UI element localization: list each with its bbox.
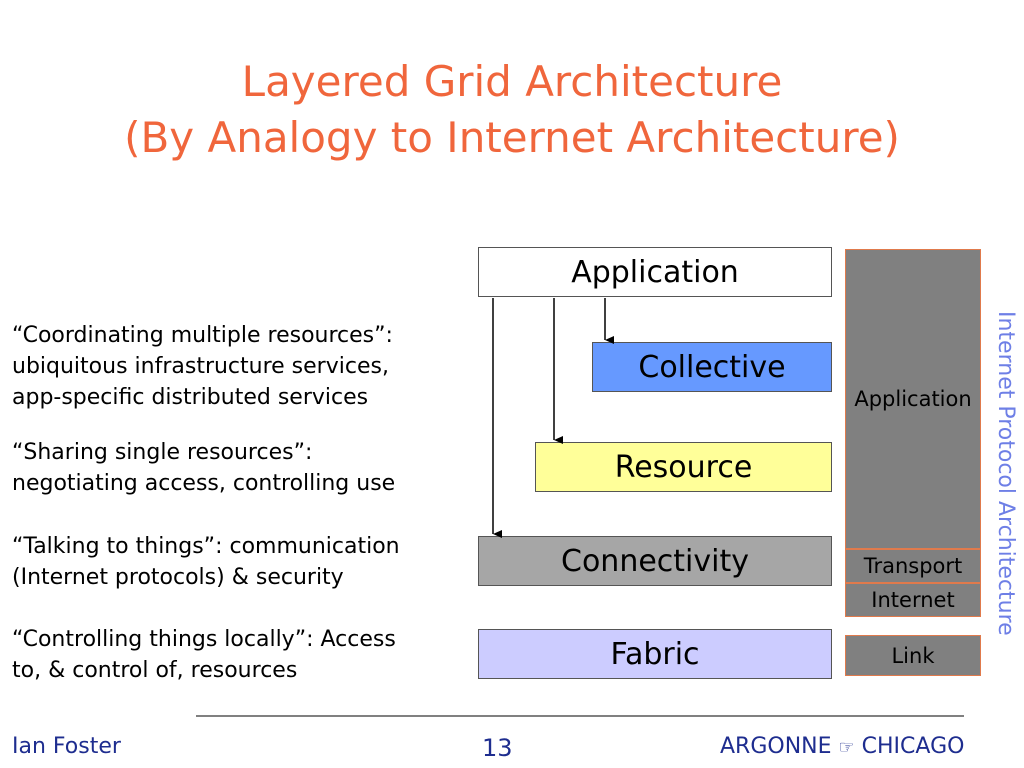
description-line: ubiquitous infrastructure services, bbox=[12, 354, 389, 379]
slide-title-line-2: (By Analogy to Internet Architecture) bbox=[124, 113, 900, 162]
footer-organization: ARGONNE ☞ CHICAGO bbox=[720, 734, 964, 759]
layer-fabric: Fabric bbox=[478, 629, 832, 679]
slide-title-line-1: Layered Grid Architecture bbox=[241, 57, 783, 106]
description-line: app-specific distributed services bbox=[12, 385, 369, 410]
footer-divider bbox=[196, 715, 964, 717]
description-collective: “Coordinating multiple resources”: ubiqu… bbox=[12, 320, 482, 413]
description-line: “Controlling things locally”: Access bbox=[12, 627, 396, 652]
layer-connectivity: Connectivity bbox=[478, 536, 832, 586]
description-connectivity: “Talking to things”: communication (Inte… bbox=[12, 531, 482, 593]
internet-protocol-architecture-label: Internet Protocol Architecture bbox=[993, 310, 1018, 636]
description-line: “Talking to things”: communication bbox=[12, 534, 400, 559]
description-line: negotiating access, controlling use bbox=[12, 471, 396, 496]
ip-block-internet: Internet bbox=[845, 583, 981, 617]
ip-block-transport: Transport bbox=[845, 549, 981, 583]
description-line: “Coordinating multiple resources”: bbox=[12, 323, 393, 348]
footer-page-number: 13 bbox=[482, 734, 513, 762]
ip-block-application: Application bbox=[845, 249, 981, 549]
description-line: to, & control of, resources bbox=[12, 658, 298, 683]
layer-resource: Resource bbox=[535, 442, 832, 492]
footer-author: Ian Foster bbox=[12, 734, 121, 759]
description-resource: “Sharing single resources”: negotiating … bbox=[12, 437, 482, 499]
footer-org-right: CHICAGO bbox=[861, 734, 965, 759]
description-line: (Internet protocols) & security bbox=[12, 565, 344, 590]
layer-application: Application bbox=[478, 247, 832, 297]
footer-org-left: ARGONNE bbox=[720, 734, 832, 759]
layer-collective: Collective bbox=[592, 342, 832, 392]
pointing-hand-icon: ☞ bbox=[838, 737, 855, 758]
ip-block-link: Link bbox=[845, 635, 981, 676]
description-fabric: “Controlling things locally”: Access to,… bbox=[12, 624, 482, 686]
description-line: “Sharing single resources”: bbox=[12, 440, 313, 465]
